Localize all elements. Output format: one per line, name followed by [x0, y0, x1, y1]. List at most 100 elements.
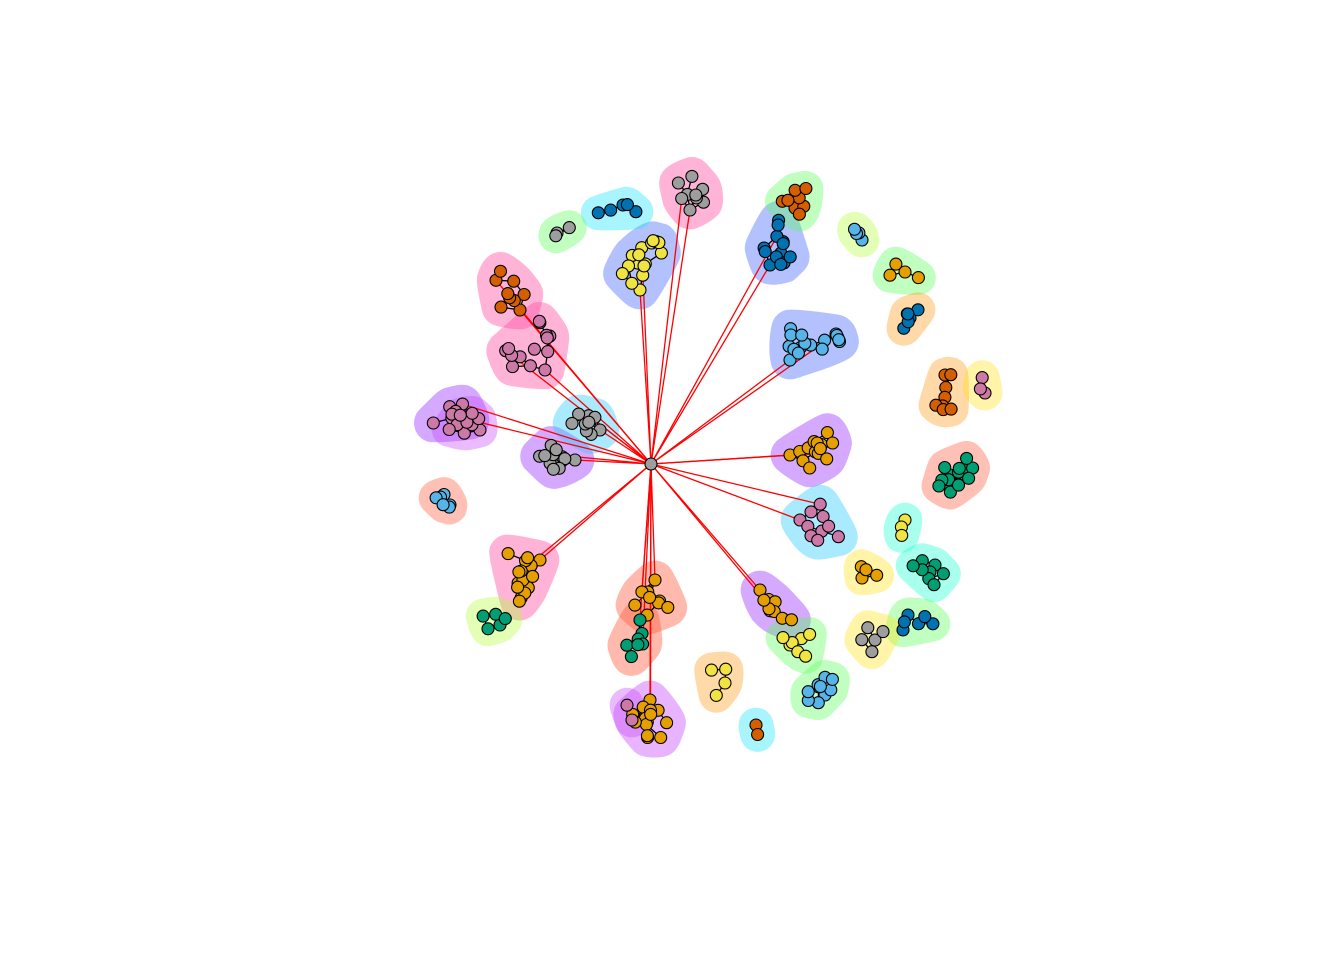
graph-node: [493, 264, 508, 278]
graph-node: [889, 257, 903, 271]
graph-node: [719, 662, 733, 676]
graph-node: [774, 257, 788, 271]
graph-node: [660, 716, 674, 730]
graph-node: [640, 729, 654, 743]
graph-node: [932, 479, 946, 493]
edge-between-communities: [650, 463, 821, 505]
graph-node: [952, 461, 966, 475]
edge-between-communities: [469, 419, 652, 465]
graph-node: [505, 360, 520, 374]
graph-node: [901, 307, 915, 321]
graph-node: [671, 176, 685, 190]
graph-node: [683, 203, 697, 217]
edge-between-communities: [650, 198, 683, 465]
graph-node: [517, 287, 531, 302]
graph-node: [926, 617, 940, 631]
component-hull: [465, 596, 523, 647]
edge-between-communities: [641, 247, 652, 465]
graph-node: [562, 221, 576, 235]
graph-node: [654, 730, 668, 745]
graph-node: [973, 382, 987, 396]
graph-node: [502, 341, 516, 356]
graph-node: [582, 415, 596, 429]
graph-node: [795, 328, 809, 342]
edge-between-communities: [650, 463, 775, 612]
edge-between-communities: [650, 209, 691, 465]
graph-node: [944, 368, 958, 382]
graph-node: [481, 622, 495, 636]
graph-node: [625, 713, 639, 727]
graph-node: [861, 621, 875, 635]
graph-node: [538, 363, 552, 377]
graph-node: [501, 547, 515, 561]
graph-node: [620, 198, 634, 212]
graph-node: [704, 663, 719, 677]
graph-node: [646, 234, 660, 248]
graph-node: [565, 416, 579, 430]
graph-node: [498, 612, 512, 626]
graph-node: [637, 259, 651, 273]
hub-node: [644, 457, 658, 471]
graph-node: [629, 205, 643, 219]
graph-node: [541, 345, 555, 359]
graph-node: [442, 422, 456, 437]
graph-node: [813, 497, 827, 511]
graph-node: [527, 342, 541, 356]
edge-between-communities: [599, 429, 652, 465]
graph-node: [831, 530, 845, 544]
graph-node: [870, 568, 884, 582]
graph-node: [572, 407, 586, 421]
graph-node: [792, 207, 806, 221]
graph-node: [776, 631, 790, 645]
graph-node: [718, 676, 732, 690]
graph-node: [825, 672, 839, 686]
graph-node: [644, 707, 658, 721]
graph-node: [689, 188, 703, 202]
graph-node: [771, 218, 785, 232]
graph-node: [620, 698, 634, 712]
graph-node: [501, 287, 515, 301]
graph-node: [859, 563, 873, 577]
graph-node: [549, 443, 563, 457]
graph-node: [620, 638, 634, 652]
graph-node: [975, 371, 989, 385]
graph-node: [816, 509, 830, 524]
graph-node: [675, 191, 689, 206]
graph-node: [757, 593, 771, 607]
graph-node: [876, 625, 890, 639]
graph-node: [951, 478, 966, 492]
graph-node: [784, 328, 798, 342]
edge-between-communities: [650, 463, 801, 521]
graph-node: [436, 498, 450, 512]
graph-node: [615, 267, 629, 281]
graph-node: [822, 519, 836, 533]
graph-node: [883, 268, 897, 282]
graph-node: [895, 528, 909, 542]
graph-node: [476, 609, 490, 623]
graph-nodes: [426, 169, 992, 745]
graph-node: [865, 645, 879, 659]
graph-node: [781, 193, 795, 207]
graph-node: [538, 449, 552, 463]
graph-node: [803, 461, 817, 475]
graph-node: [751, 727, 765, 742]
graph-node: [799, 649, 813, 663]
graph-node: [625, 276, 639, 290]
graph-node: [591, 206, 605, 220]
graph-node: [944, 402, 958, 416]
graph-node: [465, 406, 479, 420]
graph-node: [791, 346, 805, 360]
graph-node: [631, 638, 645, 652]
graph-node: [811, 533, 825, 547]
graph-node: [426, 416, 440, 430]
edge-between-communities: [462, 403, 652, 465]
graph-node: [758, 245, 772, 259]
graph-node: [494, 300, 508, 314]
graph-node: [643, 590, 657, 604]
graph-node: [855, 633, 869, 647]
edge-between-communities: [650, 463, 656, 581]
graph-node: [532, 314, 546, 328]
graph-node: [507, 274, 521, 288]
